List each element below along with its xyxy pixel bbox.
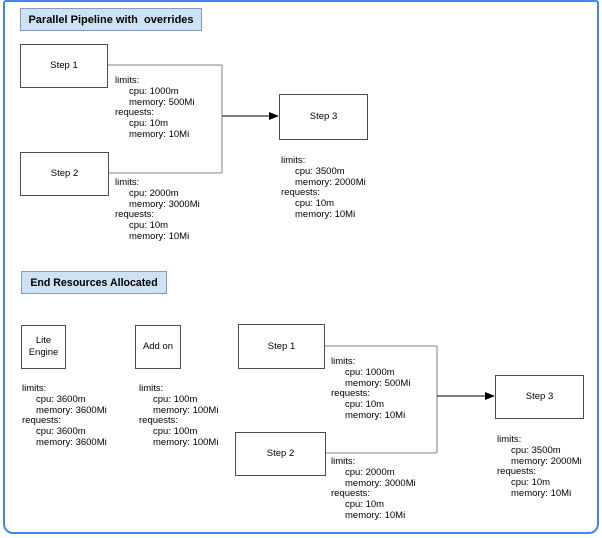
node-add-on: Add on <box>135 325 181 369</box>
annotation-line: cpu: 10m <box>345 499 385 511</box>
annotation-line: memory: 10Mi <box>345 409 406 421</box>
annotation-line: memory: 3000Mi <box>345 477 416 489</box>
annotation-line: requests: <box>115 209 155 221</box>
resource-annotation-step2-bottom: limits: cpu: 2000m memory: 3000Mi reques… <box>331 456 416 522</box>
resource-annotation-add-on: limits: cpu: 100m memory: 100Mi requests… <box>139 383 219 449</box>
annotation-line: cpu: 100m <box>153 393 198 405</box>
annotation-line: cpu: 10m <box>511 477 551 489</box>
annotation-line: memory: 2000Mi <box>511 455 582 467</box>
annotation-line: cpu: 3500m <box>295 165 345 177</box>
node-step2-bottom: Step 2 <box>235 432 326 476</box>
node-step1-top: Step 1 <box>20 44 108 88</box>
annotation-line: memory: 3600Mi <box>36 404 107 416</box>
annotation-line: memory: 3000Mi <box>129 198 200 210</box>
resource-annotation-step3-top: limits: cpu: 3500m memory: 2000Mi reques… <box>281 155 366 221</box>
node-lite-engine: Lite Engine <box>21 325 66 369</box>
annotation-line: limits: <box>115 75 140 86</box>
resource-annotation-step1-bottom: limits: cpu: 1000m memory: 500Mi request… <box>331 356 411 422</box>
node-step3-top-label: Step 3 <box>309 111 338 122</box>
node-step2-bottom-label: Step 2 <box>266 448 295 459</box>
node-step1-top-label: Step 1 <box>50 60 78 71</box>
node-add-on-label: Add on <box>142 341 174 352</box>
annotation-line: requests: <box>331 388 371 400</box>
annotation-line: memory: 10Mi <box>345 509 406 521</box>
resource-annotation-step2-top: limits: cpu: 2000m memory: 3000Mi reques… <box>115 177 200 243</box>
annotation-line: cpu: 3600m <box>36 426 86 438</box>
resource-annotation-lite-engine: limits: cpu: 3600m memory: 3600Mi reques… <box>22 383 107 449</box>
annotation-line: memory: 10Mi <box>295 208 356 220</box>
annotation-line: cpu: 10m <box>129 220 169 232</box>
annotation-line: requests: <box>139 415 179 427</box>
annotation-line: limits: <box>139 383 164 394</box>
annotation-line: cpu: 10m <box>129 118 169 130</box>
annotation-line: memory: 100Mi <box>153 436 219 448</box>
arrowhead-s1-icon <box>269 112 279 120</box>
arrowhead-s2-icon <box>485 392 495 400</box>
annotation-line: memory: 10Mi <box>129 128 190 140</box>
node-step3-top: Step 3 <box>279 94 368 140</box>
annotation-line: requests: <box>281 187 321 199</box>
annotation-line: cpu: 100m <box>153 426 198 438</box>
annotation-line: memory: 10Mi <box>511 487 572 499</box>
annotation-line: memory: 3600Mi <box>36 436 107 448</box>
annotation-line: cpu: 10m <box>295 198 335 210</box>
section-title-end-resources: End Resources Allocated <box>21 271 167 294</box>
node-lite-engine-label-line2: Engine <box>28 347 59 358</box>
annotation-line: cpu: 2000m <box>129 187 179 199</box>
annotation-line: cpu: 1000m <box>129 85 179 97</box>
node-step3-bottom: Step 3 <box>495 375 584 419</box>
annotation-line: cpu: 3600m <box>36 393 86 405</box>
annotation-line: memory: 10Mi <box>129 230 190 242</box>
annotation-line: limits: <box>22 383 47 394</box>
annotation-line: cpu: 3500m <box>511 444 561 456</box>
annotation-line: limits: <box>331 356 356 367</box>
node-step1-bottom-label: Step 1 <box>267 340 296 352</box>
annotation-line: requests: <box>497 466 537 478</box>
node-lite-engine-label-line1: Lite <box>35 335 52 346</box>
resource-annotation-step1-top: limits: cpu: 1000m memory: 500Mi request… <box>115 75 195 141</box>
section-title-parallel-pipeline: Parallel Pipeline with overrides <box>20 8 202 31</box>
annotation-line: limits: <box>497 434 522 445</box>
node-step3-bottom-label: Step 3 <box>525 391 554 402</box>
annotation-line: cpu: 1000m <box>345 366 395 378</box>
annotation-line: memory: 2000Mi <box>295 176 366 188</box>
node-step2-top-label: Step 2 <box>50 168 79 179</box>
annotation-line: memory: 500Mi <box>129 96 195 108</box>
node-step1-bottom: Step 1 <box>238 324 325 369</box>
node-step2-top: Step 2 <box>20 152 109 196</box>
annotation-line: memory: 500Mi <box>345 377 411 389</box>
annotation-line: limits: <box>281 155 306 166</box>
annotation-line: memory: 100Mi <box>153 404 219 416</box>
annotation-line: requests: <box>22 415 62 427</box>
resource-annotation-step3-bottom: limits: cpu: 3500m memory: 2000Mi reques… <box>497 434 582 500</box>
annotation-line: limits: <box>115 177 140 188</box>
annotation-line: cpu: 10m <box>345 399 385 411</box>
annotation-line: cpu: 2000m <box>345 466 395 478</box>
annotation-line: requests: <box>115 107 155 119</box>
annotation-line: limits: <box>331 456 356 467</box>
annotation-line: requests: <box>331 488 371 500</box>
